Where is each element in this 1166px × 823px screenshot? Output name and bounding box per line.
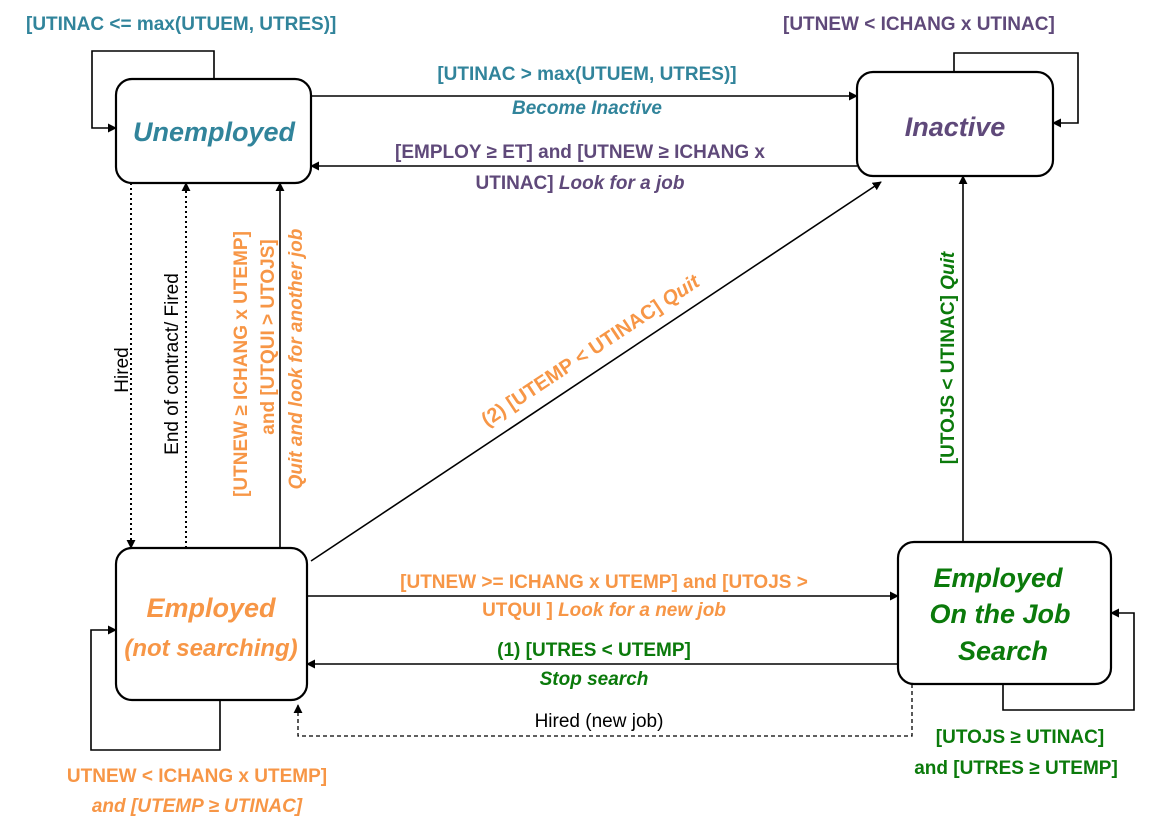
inactive-self-label: [UTNEW < ICHANG x UTINAC]	[783, 14, 1055, 35]
ojs-label-line2: On the Job	[930, 599, 1071, 629]
quit-look-condition-line1: [UTNEW ≥ ICHANG x UTEMP]	[231, 231, 252, 497]
hired-new-job-label: Hired (new job)	[535, 711, 664, 732]
hired-new-job-arrow	[293, 684, 913, 737]
unemployed-self-label: [UTINAC <= max(UTUEM, UTRES)]	[26, 14, 336, 35]
ojs-label-line3: Search	[958, 636, 1048, 666]
stop-search-action: Stop search	[540, 669, 649, 690]
look-new-job-action: Look for a new job	[558, 600, 726, 621]
quit-inactive-label: (2) [UTEMP < UTINAC] Quit	[478, 270, 705, 431]
employed-self-condition-line1: UTNEW < ICHANG x UTEMP]	[67, 766, 327, 787]
look-for-job-condition-line1: [EMPLOY ≥ ET] and [UTNEW ≥ ICHANG x	[395, 142, 765, 163]
hired-label: Hired	[112, 347, 133, 392]
ojs-quit-action: Quit	[938, 251, 959, 290]
employed-self-condition-line2-a: and [UTEMP ≥	[92, 796, 224, 817]
look-for-job-condition-line2: UTINAC] Look for a job	[476, 173, 685, 194]
become-inactive-condition: [UTINAC > max(UTUEM, UTRES)]	[437, 64, 736, 85]
stop-search-condition: (1) [UTRES < UTEMP]	[497, 640, 691, 661]
quit-inactive-action: Quit	[658, 270, 705, 311]
inactive-label: Inactive	[905, 112, 1006, 142]
unemployed-self-loop	[91, 50, 215, 133]
ojs-label-line1: Employed	[933, 563, 1063, 593]
look-new-job-condition-line2-text: UTQUI ]	[482, 600, 553, 621]
ojs-self-condition-line2: and [UTRES ≥ UTEMP]	[914, 758, 1118, 779]
ojs-self-condition-line1: [UTOJS ≥ UTINAC]	[936, 727, 1104, 748]
employed-self-condition-line2: and [UTEMP ≥ UTINAC]	[92, 796, 303, 817]
inactive-self-loop	[953, 52, 1079, 128]
look-new-job-condition-line1: [UTNEW >= ICHANG x UTEMP] and [UTOJS >	[400, 572, 808, 593]
unemployed-label: Unemployed	[133, 117, 296, 147]
employed-sublabel: (not searching)	[124, 635, 297, 662]
employed-self-condition-line2-b: UTINAC]	[224, 796, 303, 817]
quit-look-condition-line2: and [UTQUI > UTOJS]	[258, 239, 279, 434]
end-contract-label: End of contract/ Fired	[162, 273, 183, 455]
become-inactive-action: Become Inactive	[512, 98, 662, 119]
employed-self-loop	[90, 625, 221, 751]
quit-look-action: Quit and look for another job	[286, 228, 307, 489]
look-new-job-condition-line2: UTQUI ] Look for a new job	[482, 600, 726, 621]
ojs-self-loop	[1002, 608, 1135, 711]
quit-inactive-condition: (2) [UTEMP < UTINAC]	[478, 296, 666, 431]
employed-state-box	[114, 546, 309, 702]
ojs-quit-condition: [UTOJS < UTINAC]	[938, 295, 959, 464]
look-for-job-action: Look for a job	[559, 173, 685, 194]
ojs-quit-label: [UTOJS < UTINAC] Quit	[938, 251, 959, 464]
employed-label: Employed	[146, 593, 276, 623]
look-for-job-condition-line2-text: UTINAC]	[476, 173, 554, 194]
quit-inactive-arrow	[310, 181, 882, 562]
